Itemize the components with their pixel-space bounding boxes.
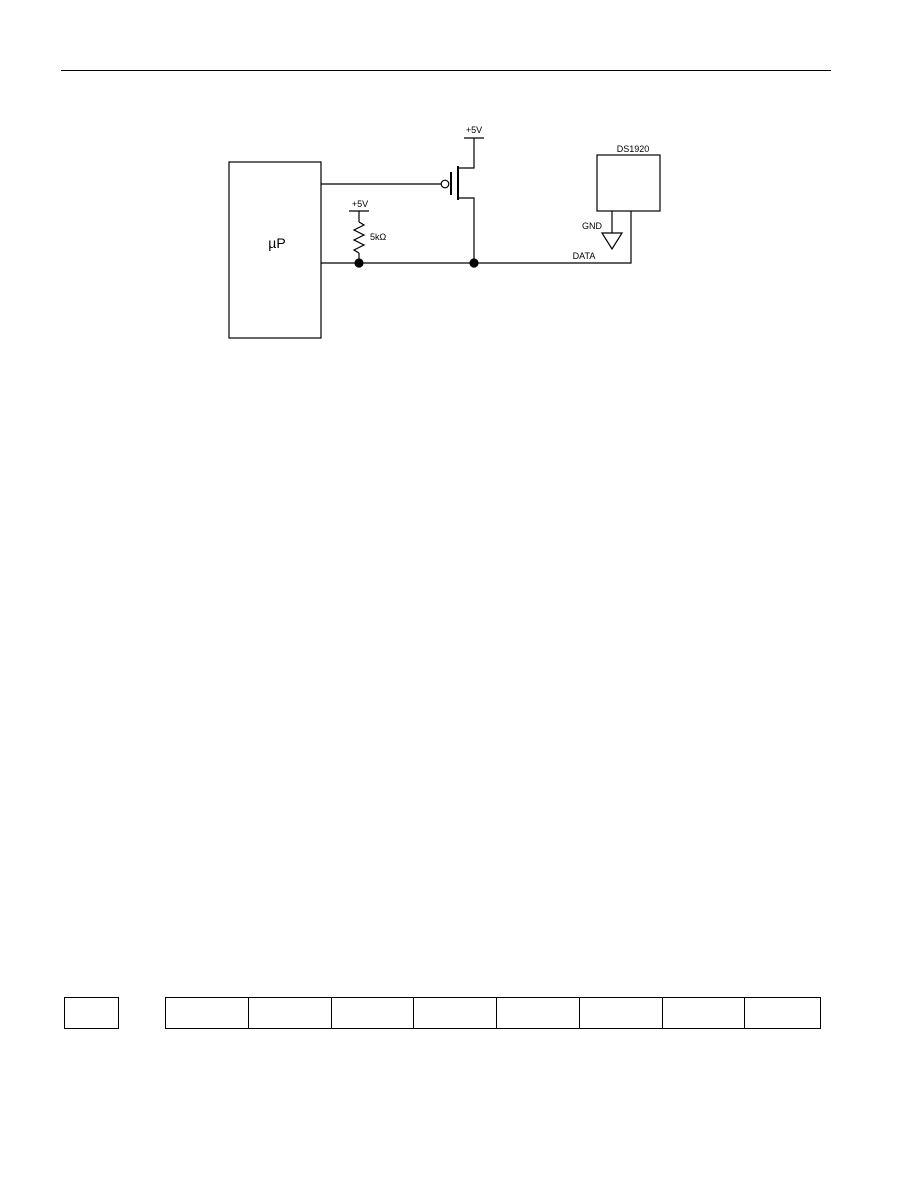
schematic-diagram: µP +5V +5V 5kΩ DS1920 GND DATA xyxy=(228,125,661,339)
junction-resistor xyxy=(354,258,364,268)
header-rule xyxy=(61,70,831,71)
byte-cell xyxy=(248,997,333,1029)
pfet-gate-bubble xyxy=(440,179,450,189)
ds1920-block xyxy=(596,154,661,212)
byte-cell xyxy=(331,997,415,1029)
data-bus-wire xyxy=(321,211,632,264)
pfet-drain-lead xyxy=(458,197,475,263)
pfet-source-lead xyxy=(458,138,475,169)
byte-cell xyxy=(662,997,746,1029)
ground-symbol xyxy=(600,232,624,251)
byte-cell xyxy=(496,997,581,1029)
leading-cell xyxy=(64,997,119,1029)
device-label: DS1920 xyxy=(617,144,650,154)
byte-cell xyxy=(413,997,498,1029)
supply-label-top: +5V xyxy=(466,125,482,135)
byte-cell xyxy=(579,997,664,1029)
data-label: DATA xyxy=(573,251,596,261)
byte-cell xyxy=(744,997,821,1029)
microprocessor-block xyxy=(228,161,322,339)
gnd-label: GND xyxy=(582,221,603,231)
supply-label-resistor: +5V xyxy=(352,199,368,209)
junction-fet xyxy=(469,258,479,268)
mcu-label: µP xyxy=(268,235,285,251)
pullup-resistor xyxy=(352,221,366,254)
byte-cell xyxy=(165,997,250,1029)
resistor-value-label: 5kΩ xyxy=(370,232,387,242)
